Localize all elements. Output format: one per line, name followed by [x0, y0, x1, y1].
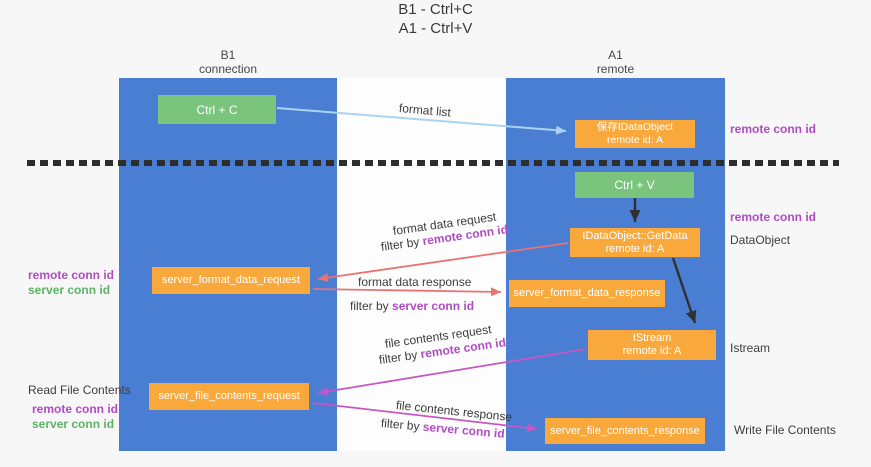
filter-by-text: filter by — [350, 299, 389, 313]
title-line-2: A1 - Ctrl+V — [398, 20, 473, 37]
server-file-contents-request-label: server_file_contents_request — [158, 390, 300, 402]
istream-annotation: Istream — [730, 341, 771, 355]
getdata-line1: IDataObject::GetData — [582, 229, 688, 242]
remote-conn-id-annotation-mid: remote conn id — [730, 210, 817, 224]
ctrl-v-box: Ctrl + V — [575, 172, 694, 198]
remote-conn-id-annotation-left-1: remote conn id — [28, 268, 115, 282]
column-b1-title: B1 — [220, 48, 236, 62]
title-line-1: B1 - Ctrl+C — [398, 1, 473, 18]
istream-line2: remote id: A — [622, 345, 682, 357]
column-header-a1: A1 remote — [506, 48, 725, 76]
column-a1-subtitle: remote — [596, 62, 635, 76]
server-conn-id-annotation-left-1: server conn id — [28, 283, 111, 297]
server-format-data-request-label: server_format_data_request — [161, 274, 301, 286]
ctrl-v-label: Ctrl + V — [614, 178, 655, 192]
format-data-response-label: format data response — [358, 275, 472, 289]
server-file-contents-response-label: server_file_contents_response — [550, 424, 700, 437]
save-idataobject-line1: 保存IDataObject — [596, 121, 674, 133]
filter-by-server-conn-id-label-1: filter by server conn id — [350, 299, 474, 313]
server-file-contents-response-box: server_file_contents_response — [545, 418, 705, 444]
read-file-contents-annotation: Read File Contents — [28, 383, 131, 397]
column-b1-subtitle: connection — [198, 62, 258, 76]
server-format-data-response-box: server_format_data_response — [509, 280, 665, 307]
server-conn-id-text: server conn id — [392, 299, 475, 313]
between-columns-band — [337, 78, 506, 451]
column-a1-title: A1 — [608, 48, 623, 62]
remote-conn-id-annotation-top: remote conn id — [730, 122, 817, 136]
write-file-contents-annotation: Write File Contents — [734, 423, 836, 437]
remote-conn-id-annotation-left-2: remote conn id — [32, 402, 119, 416]
save-idataobject-line2: remote id: A — [606, 134, 664, 146]
dataobject-annotation: DataObject — [730, 233, 791, 247]
server-file-contents-request-box: server_file_contents_request — [149, 383, 309, 410]
diagram-title: B1 - Ctrl+C A1 - Ctrl+V — [0, 0, 871, 38]
server-format-data-response-label: server_format_data_response — [513, 287, 661, 299]
ctrl-c-box: Ctrl + C — [158, 95, 276, 124]
column-header-b1: B1 connection — [119, 48, 337, 76]
server-format-data-request-box: server_format_data_request — [152, 267, 310, 294]
ctrl-c-label: Ctrl + C — [196, 102, 238, 117]
istream-line1: IStream — [632, 332, 672, 344]
istream-box: IStream remote id: A — [588, 330, 716, 360]
idataobject-getdata-box: IDataObject::GetData remote id: A — [570, 228, 700, 257]
getdata-line2: remote id: A — [605, 242, 665, 255]
copy-paste-separator-dashed-line — [27, 160, 839, 166]
server-conn-id-annotation-left-2: server conn id — [32, 417, 115, 431]
save-idataobject-box: 保存IDataObject remote id: A — [575, 120, 695, 148]
